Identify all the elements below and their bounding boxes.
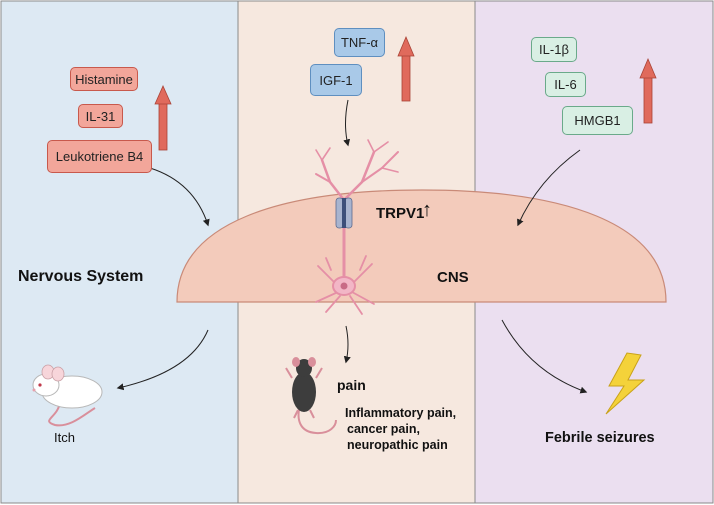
arrow-cns-to-seizures (501, 319, 588, 394)
mediator-igf-1: IGF-1 (310, 64, 362, 96)
mediator-il-31: IL-31 (78, 104, 123, 128)
arrow-center-to-neuron (343, 99, 351, 147)
up-arrow-center (397, 35, 415, 102)
mediator-tnf-alpha: TNF-α (334, 28, 385, 57)
pain-title: pain (337, 377, 366, 393)
pain-type-cancer: cancer pain, (347, 422, 420, 436)
up-arrow-right (639, 57, 657, 124)
arrow-right-to-cns (517, 149, 581, 227)
mediator-il-6: IL-6 (545, 72, 586, 97)
mediator-leukotriene-b4: Leukotriene B4 (47, 140, 152, 173)
trpv1-label: TRPV1 (376, 205, 425, 222)
febrile-seizures-label: Febrile seizures (545, 430, 655, 446)
mediator-il-1beta: IL-1β (531, 37, 577, 62)
itch-label: Itch (54, 430, 75, 445)
cns-dome (176, 189, 667, 303)
mouse-black-icon (285, 357, 337, 435)
lightning-bolt-icon (605, 352, 646, 415)
pain-type-inflammatory: Inflammatory pain, (345, 406, 457, 420)
up-arrow-left (154, 85, 172, 151)
arrow-cns-to-pain (343, 325, 351, 364)
pain-type-neuropathic: neuropathic pain (347, 438, 448, 452)
arrow-cns-to-itch (116, 329, 209, 391)
nervous-system-label: Nervous System (18, 268, 144, 285)
mediator-hmgb1: HMGB1 (562, 106, 633, 135)
mouse-white-icon (32, 364, 103, 427)
mediator-histamine: Histamine (70, 67, 138, 91)
trpv1-channel-icon (335, 197, 353, 229)
trpv1-up-arrow-icon: ↑ (422, 199, 432, 221)
cns-label: CNS (437, 269, 469, 286)
arrow-left-to-cns (149, 167, 210, 227)
